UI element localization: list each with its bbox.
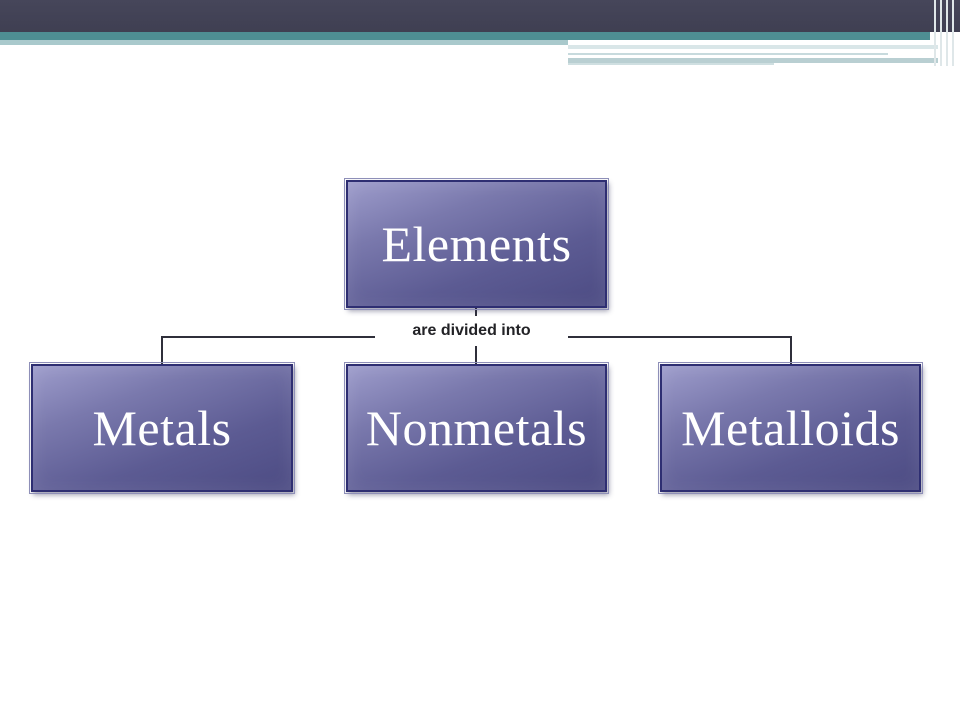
connector-metals bbox=[161, 336, 163, 364]
node-metals: Metals bbox=[29, 362, 295, 494]
header-bar bbox=[0, 0, 960, 32]
corner-line bbox=[934, 0, 936, 66]
header-corner-ornament bbox=[930, 0, 960, 66]
header-accent-line bbox=[568, 45, 938, 49]
header-accent-line bbox=[568, 63, 774, 65]
node-nonmetals: Nonmetals bbox=[344, 362, 609, 494]
header-light-band bbox=[0, 40, 568, 45]
node-elements: Elements bbox=[344, 178, 609, 310]
node-metalloids: Metalloids bbox=[658, 362, 923, 494]
connector-metalloids bbox=[790, 336, 792, 364]
header-accent-line bbox=[568, 58, 938, 63]
connector-nonmetals bbox=[475, 336, 477, 364]
corner-line bbox=[952, 0, 954, 66]
relation-label: are divided into bbox=[375, 316, 568, 346]
corner-line bbox=[940, 0, 942, 66]
header-teal-band bbox=[0, 32, 930, 40]
header-accent-line bbox=[568, 53, 888, 55]
corner-line bbox=[946, 0, 948, 66]
